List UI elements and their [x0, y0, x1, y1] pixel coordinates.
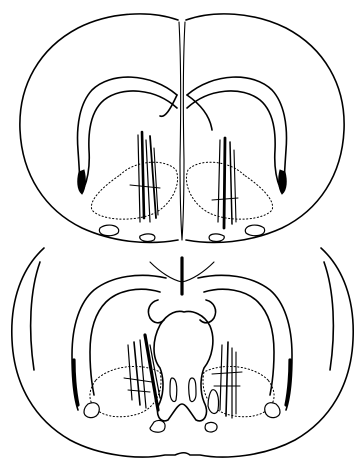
- lower-right-hollow-2: [208, 390, 219, 414]
- upper-midline-2: [182, 22, 185, 240]
- lower-center-left-hollow: [170, 378, 177, 402]
- upper-right-corpus-arc-inner: [187, 91, 280, 188]
- upper-right-corpus-arc: [187, 77, 286, 190]
- upper-right-ventricle: [279, 170, 287, 194]
- lower-left-hollow-2: [150, 420, 165, 432]
- upper-right-electrode-tracks: [212, 138, 238, 228]
- upper-left-corpus-arc: [78, 77, 177, 190]
- lower-left-inner-outline: [72, 275, 166, 410]
- upper-left-dotted-region: [91, 162, 177, 219]
- upper-left-hemisphere-outline: [20, 14, 178, 243]
- lower-left-hollow-1: [84, 403, 99, 418]
- lower-left-side-curve: [31, 262, 40, 370]
- upper-left-corpus-arc-inner: [84, 91, 177, 188]
- lower-right-hollow-3: [205, 422, 217, 432]
- lower-central-structure: [154, 311, 213, 421]
- upper-right-dotted-region: [186, 162, 272, 219]
- upper-right-curl: [187, 95, 212, 130]
- upper-section: [20, 14, 344, 243]
- upper-midline: [179, 22, 182, 240]
- lower-right-hollow-1: [265, 403, 280, 418]
- lower-right-side-curve: [324, 262, 333, 370]
- upper-right-small-structure-2: [209, 234, 224, 241]
- upper-right-small-structure: [245, 225, 264, 236]
- upper-left-electrode-tracks: [130, 132, 160, 222]
- lower-center-right-hollow: [189, 378, 196, 402]
- upper-left-ventricle: [78, 170, 86, 194]
- lower-section: [12, 248, 353, 457]
- upper-right-hemisphere-outline: [186, 14, 344, 243]
- upper-left-small-structure-2: [140, 234, 155, 241]
- lower-left-small-curl: [148, 300, 164, 323]
- upper-left-small-structure: [99, 225, 118, 236]
- lower-right-small-curl: [200, 300, 216, 323]
